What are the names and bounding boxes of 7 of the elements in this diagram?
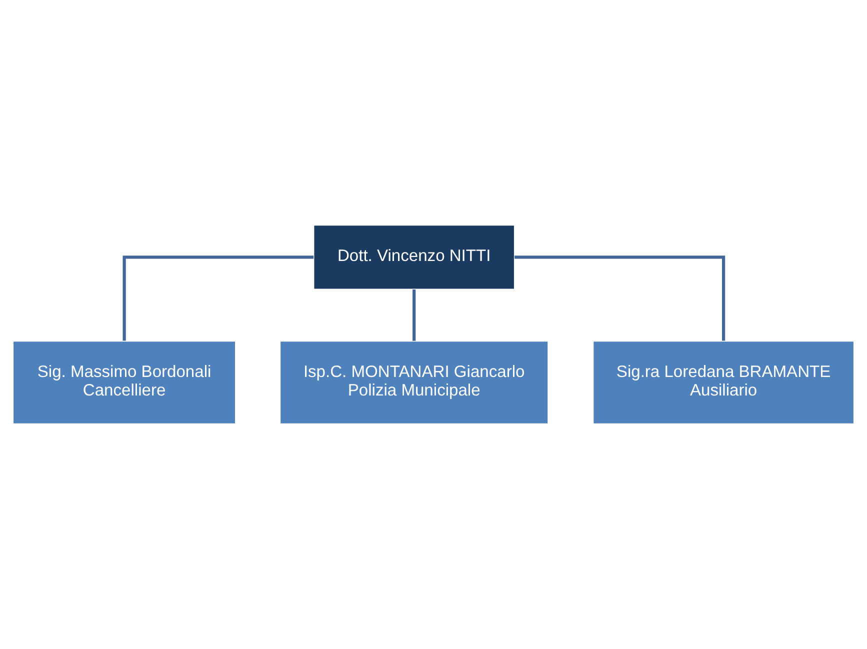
node-box: Dott. Vincenzo NITTI [313, 224, 515, 290]
connector [412, 289, 416, 341]
connector [122, 256, 314, 341]
node-box: Isp.C. MONTANARI Giancarlo Polizia Municipale [280, 340, 549, 424]
connector [514, 256, 726, 341]
node-box: Sig.ra Loredana BRAMANTE Ausiliario [592, 340, 854, 424]
node-box: Sig. Massimo Bordonali Cancelliere [12, 340, 236, 424]
